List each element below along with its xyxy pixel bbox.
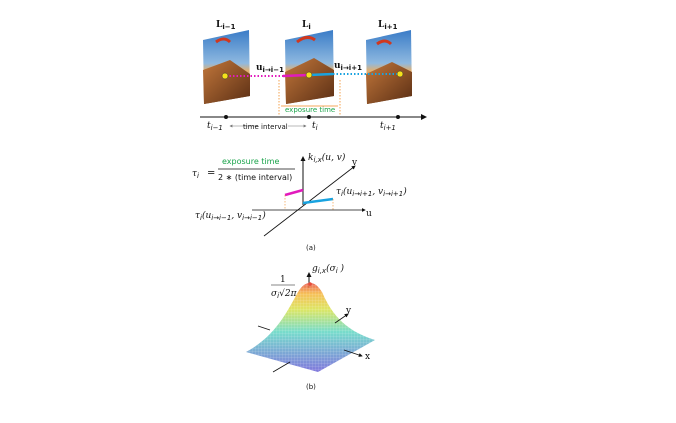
interval-label: time interval <box>243 123 288 131</box>
tau-equals: = <box>207 168 215 179</box>
g-label: gi,x(σi ) <box>312 263 345 275</box>
gauss-axis-y-label: y <box>345 306 352 316</box>
kernel-left-segment <box>284 188 304 197</box>
peak-numerator: 1 <box>280 275 286 285</box>
tau-right-label: τi(ui→i+1, vi→i+1) <box>336 186 407 198</box>
gauss-axis-x-label: x <box>365 352 370 362</box>
frame-center <box>285 30 334 104</box>
frame-label-left: Li−1 <box>216 20 236 31</box>
frame-label-right: Li+1 <box>378 20 398 31</box>
kernel-right-segment <box>302 197 334 205</box>
gauss-axis-y-front <box>272 361 291 373</box>
time-tick-center <box>307 115 311 119</box>
caption-b: (b) <box>306 383 316 391</box>
gauss-axis-x-front <box>343 349 363 357</box>
tau-numerator: exposure time <box>222 157 279 166</box>
caption-a: (a) <box>306 244 316 252</box>
time-label-center: ti <box>312 121 318 132</box>
peak-denominator: σi√2π <box>271 288 298 300</box>
flow-left-label: ui→i−1 <box>256 63 284 74</box>
point-right <box>396 70 404 78</box>
flow-right-label: ui→i+1 <box>334 61 362 72</box>
point-left <box>221 72 229 80</box>
time-tick-left <box>224 115 228 119</box>
frame-right <box>366 30 412 104</box>
frame-label-center: Li <box>302 20 311 31</box>
gaussian-surface <box>246 283 375 372</box>
gauss-peak-point <box>308 282 312 286</box>
axis-v-label: v <box>351 158 358 168</box>
time-label-left: ti−1 <box>207 121 223 132</box>
exposure-label: exposure time <box>285 106 335 114</box>
time-tick-right <box>396 115 400 119</box>
tau-denominator: 2 ∗ (time interval) <box>218 173 292 182</box>
axis-u-label: u <box>366 209 372 219</box>
tau-lhs: τi <box>192 169 199 180</box>
flow-left-solid <box>282 73 310 78</box>
point-center <box>305 71 313 79</box>
frame-left <box>203 30 250 104</box>
tau-left-label: τi(ui→i−1, vi→i−1) <box>195 210 266 222</box>
flow-right-solid <box>308 72 334 77</box>
gauss-axis-x-back <box>257 325 271 331</box>
gauss-axis-y-back <box>334 313 349 324</box>
kernel-label: ki,x(u, v) <box>308 152 346 164</box>
time-label-right: ti+1 <box>380 121 396 132</box>
